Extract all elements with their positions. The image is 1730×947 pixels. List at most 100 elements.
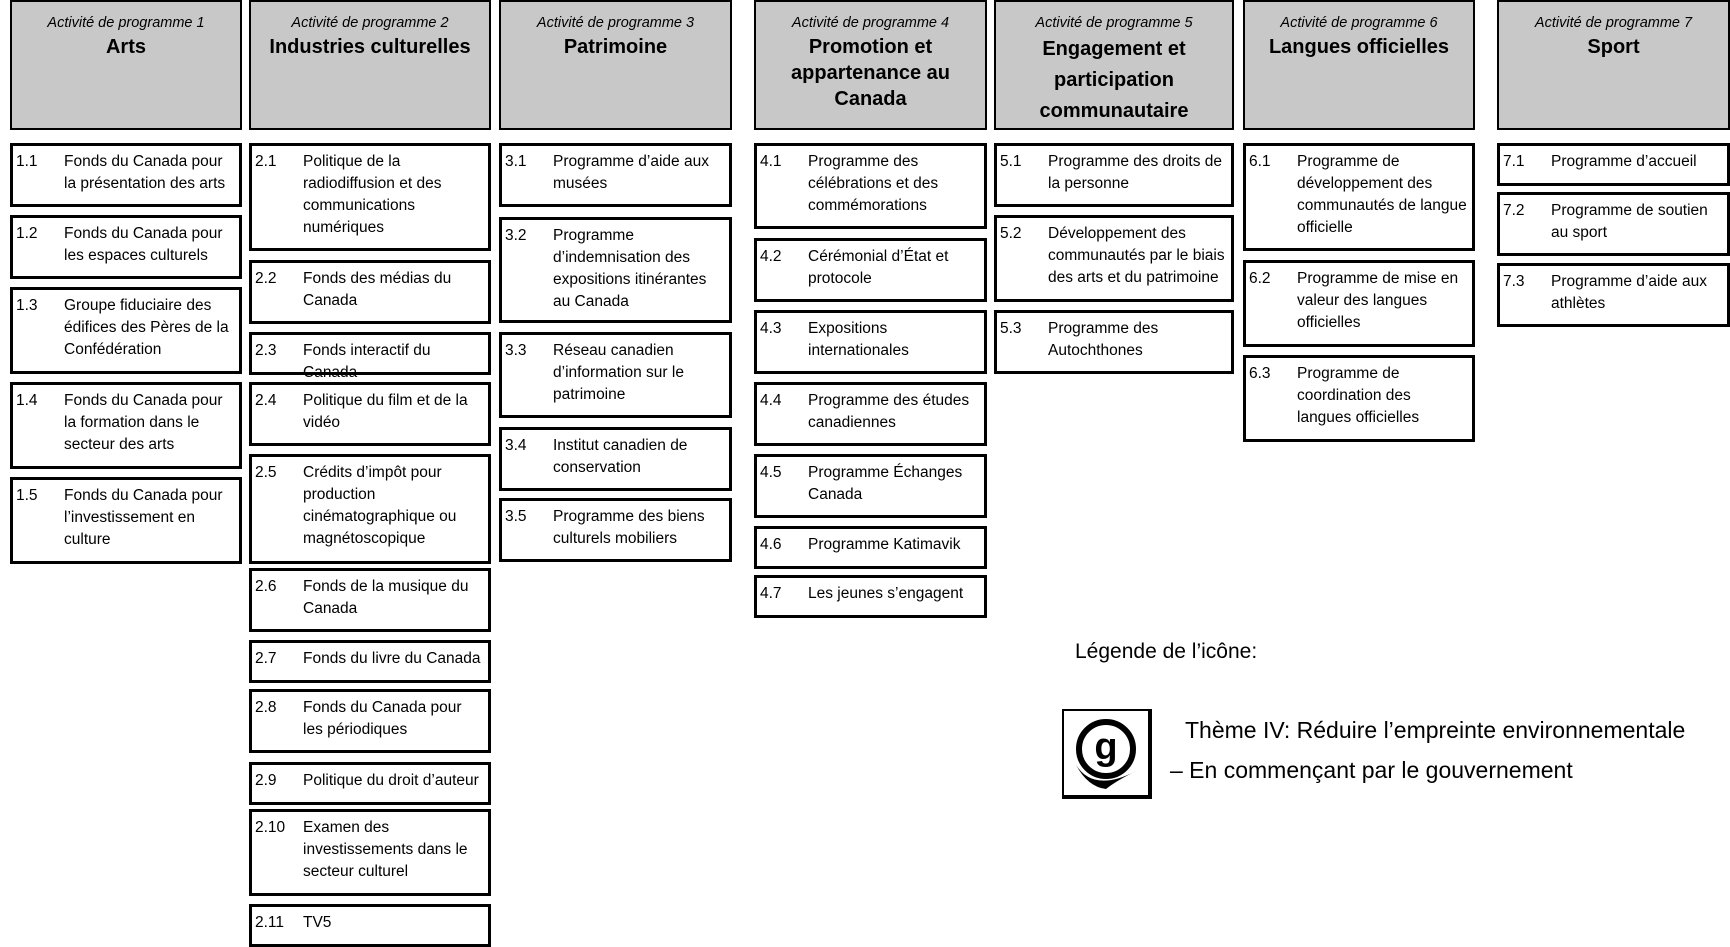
program-number: 2.11: [255, 914, 285, 931]
program-label: Programme des biens culturels mobiliers: [553, 508, 705, 547]
program-box: 1.1 Fonds du Canada pour la présentation …: [10, 143, 242, 207]
activity-subtitle: Activité de programme 5: [1035, 15, 1193, 31]
program-label: Réseau canadien d’information sur le pat…: [553, 342, 684, 403]
program-number: 5.2: [1000, 225, 1022, 242]
program-label: Fonds de la musique du Canada: [303, 578, 469, 617]
program-box: 2.7 Fonds du livre du Canada: [249, 640, 491, 683]
program-number: 4.2: [760, 248, 782, 265]
program-label: Crédits d’impôt pour production cinémato…: [303, 464, 457, 547]
program-number: 1.1: [16, 153, 38, 170]
program-number: 2.9: [255, 772, 277, 789]
program-label: Programme Échanges Canada: [808, 464, 963, 503]
program-number: 1.3: [16, 297, 38, 314]
program-box: 2.4 Politique du film et de la vidéo: [249, 382, 491, 446]
program-box: 2.5 Crédits d’impôt pour production ciném…: [249, 454, 491, 564]
program-label: Programme de soutien au sport: [1551, 202, 1708, 241]
program-number: 2.8: [255, 699, 277, 716]
program-box: 6.2 Programme de mise en valeur des langu…: [1243, 260, 1475, 347]
program-label: Fonds du Canada pour la formation dans l…: [64, 392, 223, 453]
program-number: 3.4: [505, 437, 527, 454]
program-label: Programme des études canadiennes: [808, 392, 970, 431]
program-box: 3.4 Institut canadien de conservation: [499, 427, 732, 491]
program-label: Programme de mise en valeur des langues …: [1297, 270, 1459, 331]
activity-title: Patrimoine: [563, 36, 668, 58]
program-label: Programme des Autochthones: [1048, 320, 1159, 359]
program-box: 2.11 TV5: [249, 904, 491, 947]
program-number: 2.2: [255, 270, 277, 287]
program-label: Politique de la radiodiffusion et des co…: [303, 153, 442, 236]
greening-government-icon: g: [1062, 709, 1152, 799]
activity-title: Industries culturelles: [269, 36, 471, 58]
program-box: 7.2 Programme de soutien au sport: [1497, 192, 1730, 256]
program-number: 7.3: [1503, 273, 1525, 290]
program-number: 1.2: [16, 225, 38, 242]
program-box: 5.3 Programme des Autochthones: [994, 310, 1234, 374]
program-box: 7.1 Programme d’accueil: [1497, 143, 1730, 186]
program-number: 2.4: [255, 392, 277, 409]
program-number: 2.6: [255, 578, 277, 595]
activity-subtitle: Activité de programme 2: [291, 15, 449, 31]
program-label: Programme Katimavik: [808, 536, 961, 553]
program-box: 4.3 Expositions internationales: [754, 310, 987, 374]
program-number: 2.5: [255, 464, 277, 481]
program-number: 7.2: [1503, 202, 1525, 219]
icon-letter: g: [1094, 726, 1117, 768]
activity-title: Sport: [1587, 36, 1640, 58]
program-box: 3.1 Programme d’aide aux musées: [499, 143, 732, 207]
activity-header: Activité de programme 2 Industries cultur…: [249, 0, 491, 130]
program-label: Programme d’aide aux musées: [553, 153, 709, 192]
program-number: 4.5: [760, 464, 782, 481]
legend-theme-line1: Thème IV: Réduire l’empreinte environnem…: [1185, 717, 1686, 743]
program-number: 4.6: [760, 536, 782, 553]
program-label: Cérémonial d’État et protocole: [808, 248, 949, 287]
program-box: 2.1 Politique de la radiodiffusion et des…: [249, 143, 491, 251]
program-label: Politique du film et de la vidéo: [303, 392, 468, 431]
program-number: 2.1: [255, 153, 277, 170]
activity-title: Promotion et appartenance au Canada: [791, 36, 950, 110]
activity-subtitle: Activité de programme 1: [47, 15, 205, 31]
program-number: 3.1: [505, 153, 527, 170]
program-label: Fonds du Canada pour la présentation des…: [64, 153, 226, 192]
activity-subtitle: Activité de programme 3: [536, 15, 695, 31]
program-number: 5.1: [1000, 153, 1022, 170]
program-label: TV5: [303, 914, 332, 931]
program-number: 3.2: [505, 227, 527, 244]
program-label: Fonds du Canada pour l’investissement en…: [64, 487, 223, 548]
activity-subtitle: Activité de programme 6: [1280, 15, 1438, 31]
program-label: Fonds du Canada pour les périodiques: [303, 699, 462, 738]
legend-title: Légende de l’icône:: [1075, 640, 1258, 663]
program-label: Programme des célébrations et des commém…: [808, 153, 939, 214]
activity-title: Langues officielles: [1268, 36, 1450, 58]
program-label: Fonds du livre du Canada: [303, 650, 481, 667]
program-number: 6.2: [1249, 270, 1271, 287]
program-label: Politique du droit d’auteur: [303, 772, 479, 789]
program-label: Expositions internationales: [808, 320, 909, 359]
program-label: Programme d’accueil: [1551, 153, 1697, 170]
program-box: 2.9 Politique du droit d’auteur: [249, 762, 491, 805]
program-label: Fonds interactif du Canada: [303, 342, 431, 381]
legend-theme-line2: – En commençant par le gouvernement: [1170, 757, 1573, 783]
program-number: 2.7: [255, 650, 277, 667]
program-label: Institut canadien de conservation: [553, 437, 688, 476]
activity-header: Activité de programme 3 Patrimoine: [499, 0, 732, 130]
program-number: 5.3: [1000, 320, 1022, 337]
program-number: 7.1: [1503, 153, 1525, 170]
program-label: Les jeunes s’engagent: [808, 585, 964, 602]
program-label: Programme de coordination des langues of…: [1297, 365, 1420, 426]
program-number: 4.3: [760, 320, 782, 337]
